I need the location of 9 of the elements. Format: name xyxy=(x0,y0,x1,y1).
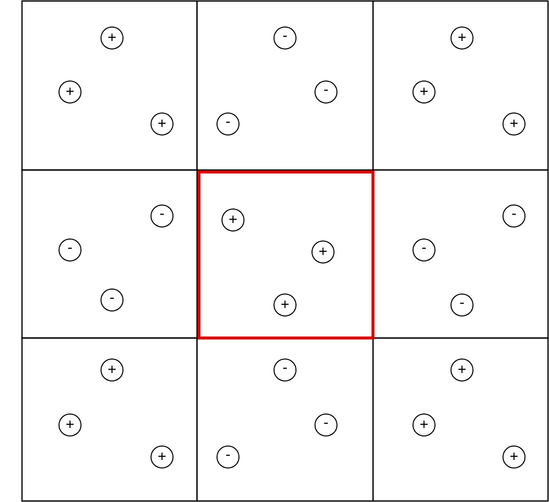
grid-cell xyxy=(21,169,198,339)
grid-cell xyxy=(196,337,374,502)
grid-cell xyxy=(21,337,198,502)
grid-cell xyxy=(372,0,549,171)
highlighted-cell xyxy=(198,170,374,340)
grid-cell xyxy=(372,337,549,502)
grid-cell xyxy=(372,169,549,339)
grid-cell xyxy=(21,0,198,171)
grid-cell xyxy=(196,0,374,171)
